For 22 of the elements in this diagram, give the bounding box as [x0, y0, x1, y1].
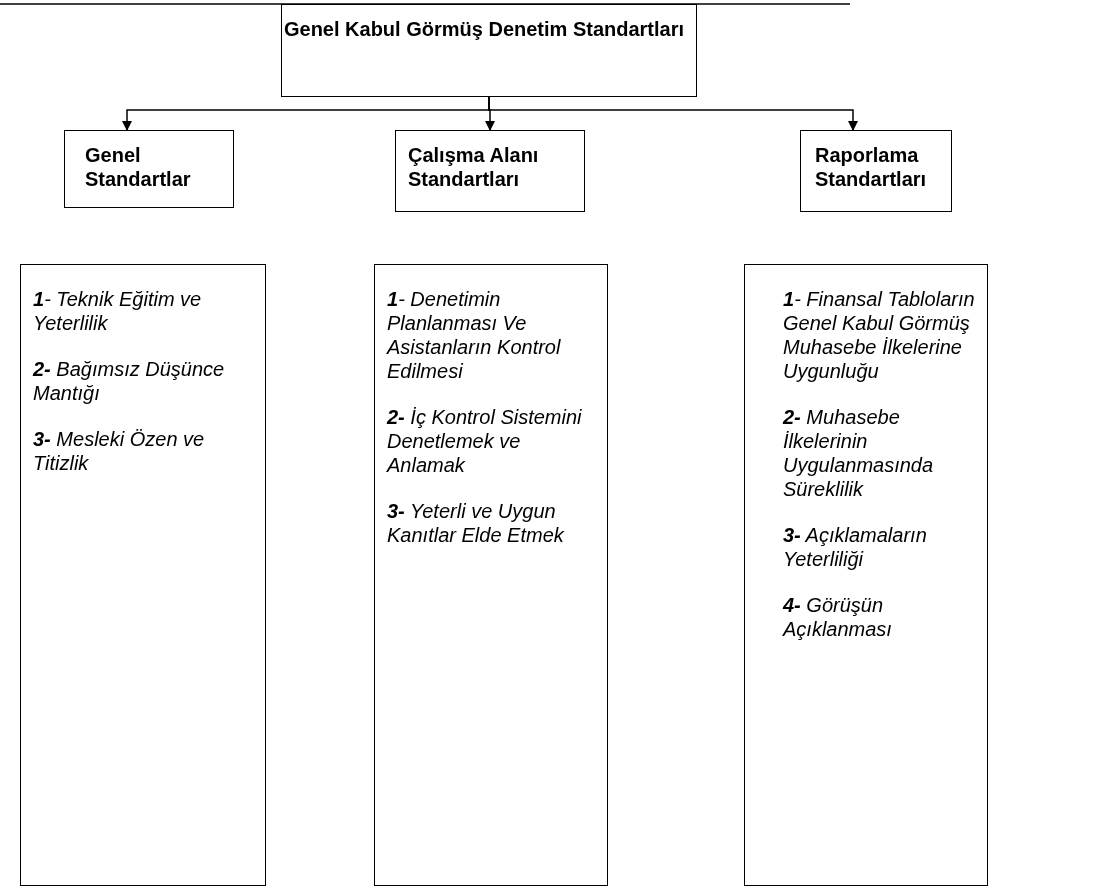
- list-item: 3- Yeterli ve Uygun Kanıtlar Elde Etmek: [387, 499, 566, 547]
- list-item: 1- Denetimin Planlanması Ve Asistanların Kontrol Edilmesi: [387, 287, 562, 383]
- list-item: 4- Görüşün Açıklanması: [783, 593, 893, 641]
- list-item: 1- Finansal Tabloların Genel Kabul Görmüş Muhasebe İlkelerine Uygunluğu: [783, 287, 976, 383]
- list-box: [744, 264, 988, 886]
- list-item: 1- Teknik Eğitim ve Yeterlilik: [33, 287, 203, 335]
- box-heading: Genel Standartlar: [85, 143, 192, 191]
- list-item: 2- Bağımsız Düşünce Mantığı: [33, 357, 226, 405]
- category-box: [800, 130, 952, 212]
- list-item: 3- Mesleki Özen ve Titizlik: [33, 427, 206, 475]
- list-item: 2- Muhasebe İlkelerinin Uygulanmasında Süreklilik: [783, 405, 935, 501]
- box-heading: Raporlama Standartları: [815, 143, 928, 191]
- list-box: [20, 264, 266, 886]
- title-box: [281, 4, 697, 97]
- list-box: [374, 264, 608, 886]
- arrow: [488, 96, 858, 131]
- list-item: 3- Açıklamaların Yeterliliği: [783, 523, 928, 571]
- category-box: [395, 130, 585, 212]
- box-heading: Genel Kabul Görmüş Denetim Standartları: [282, 17, 686, 41]
- box-heading: Çalışma Alanı Standartları: [408, 143, 540, 191]
- list-item: 2- İç Kontrol Sistemini Denetlemek ve Anlamak: [387, 405, 583, 477]
- category-box: [64, 130, 234, 208]
